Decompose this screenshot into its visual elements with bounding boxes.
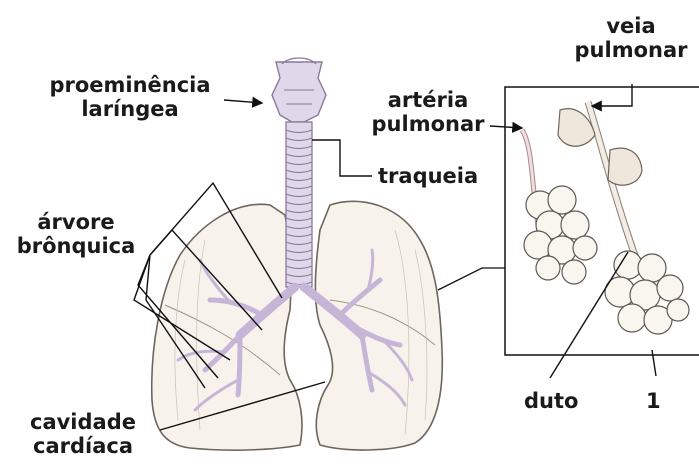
label-cavidade-line2: cardíaca xyxy=(8,434,158,458)
label-arteria-line2: pulmonar xyxy=(366,112,490,136)
label-arteria-line1: artéria xyxy=(366,88,490,112)
label-cavidade-cardiaca: cavidade cardíaca xyxy=(8,410,158,458)
inset-alveoli xyxy=(524,186,689,334)
label-duto: duto xyxy=(524,389,578,413)
label-arvore-bronquica: árvore brônquica xyxy=(6,210,146,258)
label-proeminencia-line2: laríngea xyxy=(40,97,220,121)
label-veia-line1: veia xyxy=(566,14,696,38)
trachea xyxy=(286,122,312,287)
label-arvore-line2: brônquica xyxy=(6,234,146,258)
label-cavidade-line1: cavidade xyxy=(8,410,158,434)
larynx xyxy=(272,58,326,122)
label-numero-1: 1 xyxy=(646,389,661,413)
right-lung xyxy=(315,201,442,450)
label-veia-pulmonar: veia pulmonar xyxy=(566,14,696,62)
label-proeminencia: proeminência laríngea xyxy=(40,73,220,121)
label-traqueia: traqueia xyxy=(378,164,478,188)
label-veia-line2: pulmonar xyxy=(566,38,696,62)
label-arvore-line1: árvore xyxy=(6,210,146,234)
label-arteria-pulmonar: artéria pulmonar xyxy=(366,88,490,136)
label-proeminencia-line1: proeminência xyxy=(40,73,220,97)
